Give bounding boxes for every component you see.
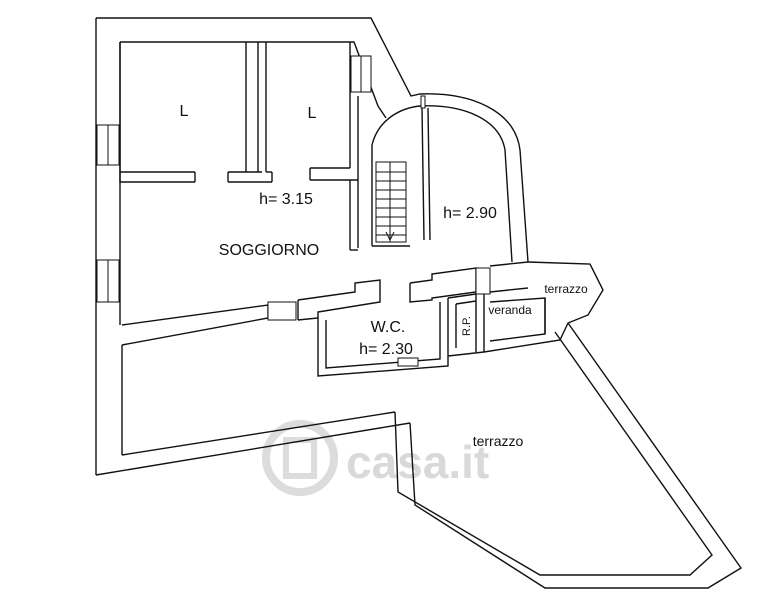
label-large-terrace: terrazzo xyxy=(473,433,524,449)
label-bedroom-left: L xyxy=(180,103,189,120)
label-living-room: SOGGIORNO xyxy=(219,242,319,259)
room-labels: L L h= 3.15 SOGGIORNO h= 2.90 W.C. h= 2.… xyxy=(180,103,588,449)
windows xyxy=(96,55,491,367)
stair-direction-arrow-icon xyxy=(385,231,395,242)
label-bedroom-right: L xyxy=(308,105,317,122)
label-veranda: veranda xyxy=(488,303,532,317)
door-living-terrace xyxy=(267,301,297,321)
window-wc xyxy=(397,357,419,367)
door-veranda xyxy=(475,267,491,295)
watermark-logo: casa.it xyxy=(262,420,489,496)
staircase xyxy=(375,107,431,243)
label-height-bathroom: h= 2.30 xyxy=(359,341,413,358)
watermark-text: casa.it xyxy=(346,436,489,488)
label-storage: R.P. xyxy=(461,316,473,336)
label-height-bedrooms: h= 3.15 xyxy=(259,191,313,208)
label-bathroom: W.C. xyxy=(371,319,406,336)
window-stair xyxy=(420,95,426,109)
outer-walls xyxy=(95,17,743,589)
label-small-terrace: terrazzo xyxy=(544,282,588,296)
label-height-stair-hall: h= 2.90 xyxy=(443,205,497,222)
